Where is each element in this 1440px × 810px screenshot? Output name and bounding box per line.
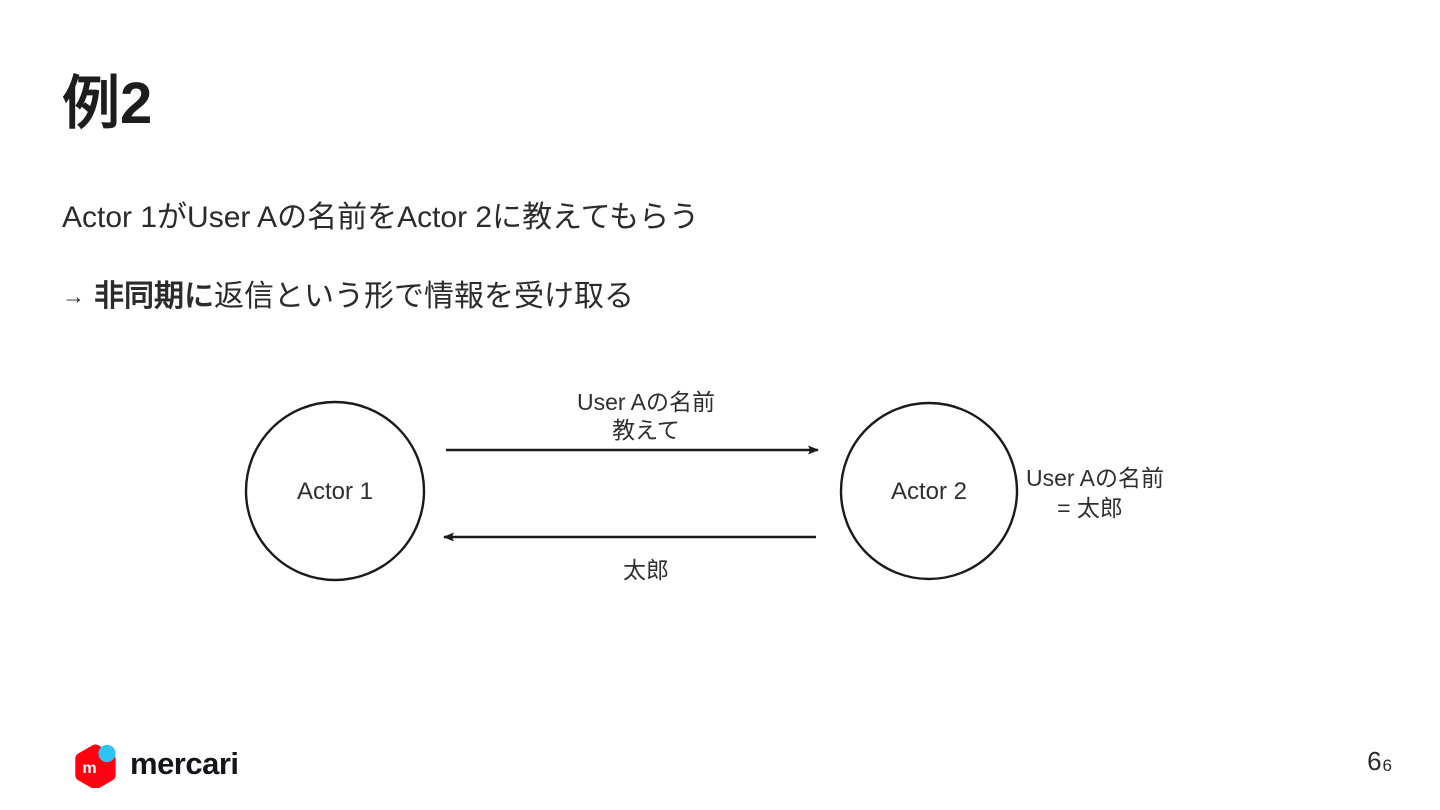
page-number: 66: [1367, 748, 1392, 774]
edge-request-label-line1: User Aの名前: [577, 389, 715, 415]
page-number-main: 6: [1367, 746, 1382, 776]
mercari-logo-icon: m: [74, 740, 120, 790]
body-text-line-2: → 非同期に返信という形で情報を受け取る: [62, 277, 634, 316]
node-actor1-label: Actor 1: [297, 478, 373, 505]
brand-footer: m mercari: [74, 740, 239, 790]
svg-text:m: m: [82, 760, 96, 777]
annotation-actor2-state-line2: = 太郎: [1057, 495, 1123, 521]
body-text-line-1: Actor 1がUser Aの名前をActor 2に教えてもらう: [62, 201, 700, 234]
annotation-actor2-state-line1: User Aの名前: [1026, 465, 1164, 491]
page-title: 例2: [62, 71, 153, 136]
edge-response-label-line1: 太郎: [623, 557, 669, 583]
conclusion-emphasis: 非同期に: [94, 280, 214, 313]
page-number-secondary: 6: [1382, 756, 1392, 775]
brand-wordmark: mercari: [130, 745, 239, 781]
node-actor2-circle: [839, 401, 1019, 581]
edge-request-label-line2: 教えて: [612, 417, 680, 443]
arrow-right-icon: →: [62, 283, 85, 309]
node-actor2-label: Actor 2: [891, 478, 967, 505]
node-actor1-circle: [244, 400, 426, 582]
conclusion-rest: 返信という形で情報を受け取る: [214, 280, 634, 313]
